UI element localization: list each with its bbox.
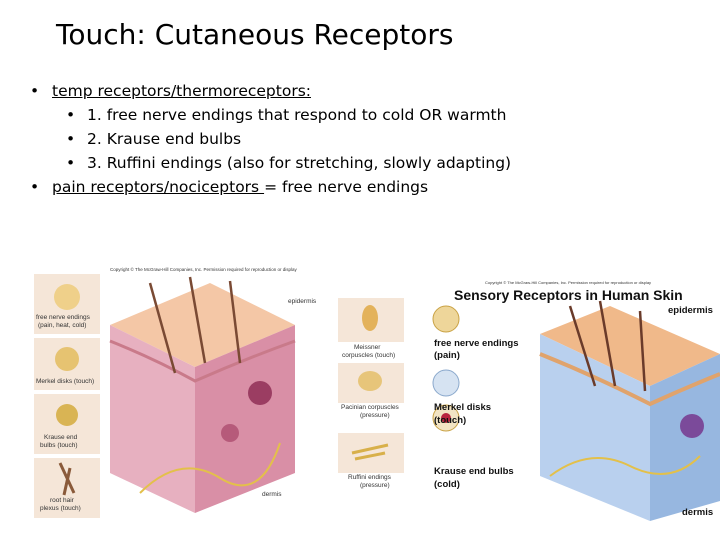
merkel-disk-circle-icon bbox=[432, 369, 460, 397]
meissner-corpuscle-icon bbox=[362, 305, 378, 331]
free-nerve-endings-circle-icon bbox=[432, 305, 460, 333]
subitem-krause-end-bulbs: 2. Krause end bulbs bbox=[30, 127, 710, 151]
right-skin-front-face bbox=[540, 334, 650, 521]
bullet-nociceptors-rest: = free nerve endings bbox=[264, 178, 429, 196]
right-hair-shafts bbox=[568, 300, 647, 392]
label-epidermis-right: epidermis bbox=[668, 305, 713, 316]
bullet-nociceptors-label: pain receptors/nociceptors bbox=[52, 178, 265, 196]
label-free-nerve-endings-right: free nerve endings bbox=[434, 338, 518, 349]
left-thumbnail-column bbox=[34, 274, 100, 518]
right-copyright: Copyright © The McGraw-Hill Companies, I… bbox=[485, 280, 651, 285]
label-free-nerve-endings-sub: (pain, heat, cold) bbox=[38, 322, 86, 329]
pacinian-corpuscle-icon bbox=[358, 371, 382, 391]
label-meissner-sub: corpuscles (touch) bbox=[342, 352, 395, 359]
label-free-nerve-endings: free nerve endings bbox=[36, 314, 91, 321]
ruffini-ending-icon bbox=[351, 443, 389, 461]
krause-bulb-core-icon bbox=[441, 413, 451, 423]
right-vessel-coil bbox=[680, 414, 704, 438]
label-merkel-disks: Merkel disks (touch) bbox=[36, 378, 94, 385]
left-sweat-gland bbox=[221, 424, 239, 442]
right-thumbnail-column bbox=[338, 298, 404, 473]
label-meissner: Meissner bbox=[354, 344, 381, 351]
bullet-list: temp receptors/thermoreceptors: 1. free … bbox=[30, 79, 710, 199]
right-nerve-fiber bbox=[549, 455, 701, 477]
left-vessel-coil bbox=[248, 381, 272, 405]
bullet-thermoreceptors: temp receptors/thermoreceptors: bbox=[30, 79, 710, 103]
label-root-hair-sub: plexus (touch) bbox=[40, 505, 81, 512]
label-ruffini: Ruffini endings bbox=[348, 474, 392, 481]
root-hair-plexus-icon bbox=[58, 462, 76, 496]
subitem-free-nerve-endings: 1. free nerve endings that respond to co… bbox=[30, 103, 710, 127]
right-skin-block bbox=[539, 300, 720, 521]
label-pacinian-sub: (pressure) bbox=[360, 412, 390, 419]
left-hair-shafts bbox=[148, 276, 242, 374]
label-dermis-right: dermis bbox=[682, 507, 713, 518]
label-merkel-touch: (touch) bbox=[434, 415, 466, 426]
left-nerve-fiber bbox=[139, 442, 281, 494]
krause-end-bulb-icon bbox=[56, 404, 78, 426]
label-pacinian: Pacinian corpuscles bbox=[341, 404, 400, 411]
label-merkel-disks-right: Merkel disks bbox=[434, 402, 491, 413]
right-epidermis-layer bbox=[539, 352, 720, 407]
label-pain: (pain) bbox=[434, 350, 460, 361]
subitem-ruffini-endings: 3. Ruffini endings (also for stretching,… bbox=[30, 151, 710, 175]
merkel-disks-icon bbox=[55, 347, 79, 371]
left-skin-block bbox=[109, 276, 296, 513]
left-copyright: Copyright © The McGraw-Hill Companies, I… bbox=[110, 266, 298, 272]
left-epidermis-layer bbox=[109, 339, 296, 383]
label-krause-bulbs: bulbs (touch) bbox=[40, 442, 78, 449]
label-ruffini-sub: (pressure) bbox=[360, 482, 390, 489]
free-nerve-endings-icon bbox=[54, 284, 80, 310]
bullet-nociceptors: pain receptors/nociceptors = free nerve … bbox=[30, 175, 710, 199]
right-skin-top-surface bbox=[540, 306, 720, 386]
skin-receptors-diagram-left: Copyright © The McGraw-Hill Companies, I… bbox=[34, 266, 404, 518]
right-figure-title: Sensory Receptors in Human Skin bbox=[454, 287, 683, 303]
left-skin-top-surface bbox=[110, 283, 295, 367]
label-root-hair: root hair bbox=[50, 497, 75, 504]
thumb-ruffini bbox=[338, 433, 404, 473]
label-epidermis-left: epidermis bbox=[288, 298, 317, 305]
label-krause-cold: (cold) bbox=[434, 479, 460, 490]
bullet-thermoreceptors-label: temp receptors/thermoreceptors: bbox=[52, 82, 311, 100]
label-krause-end-bulbs-right: Krause end bulbs bbox=[434, 466, 514, 477]
label-dermis-left: dermis bbox=[262, 491, 282, 498]
skin-receptors-diagram-right: Copyright © The McGraw-Hill Companies, I… bbox=[432, 280, 720, 521]
slide-title: Touch: Cutaneous Receptors bbox=[56, 18, 454, 51]
label-krause-end: Krause end bbox=[44, 434, 78, 441]
